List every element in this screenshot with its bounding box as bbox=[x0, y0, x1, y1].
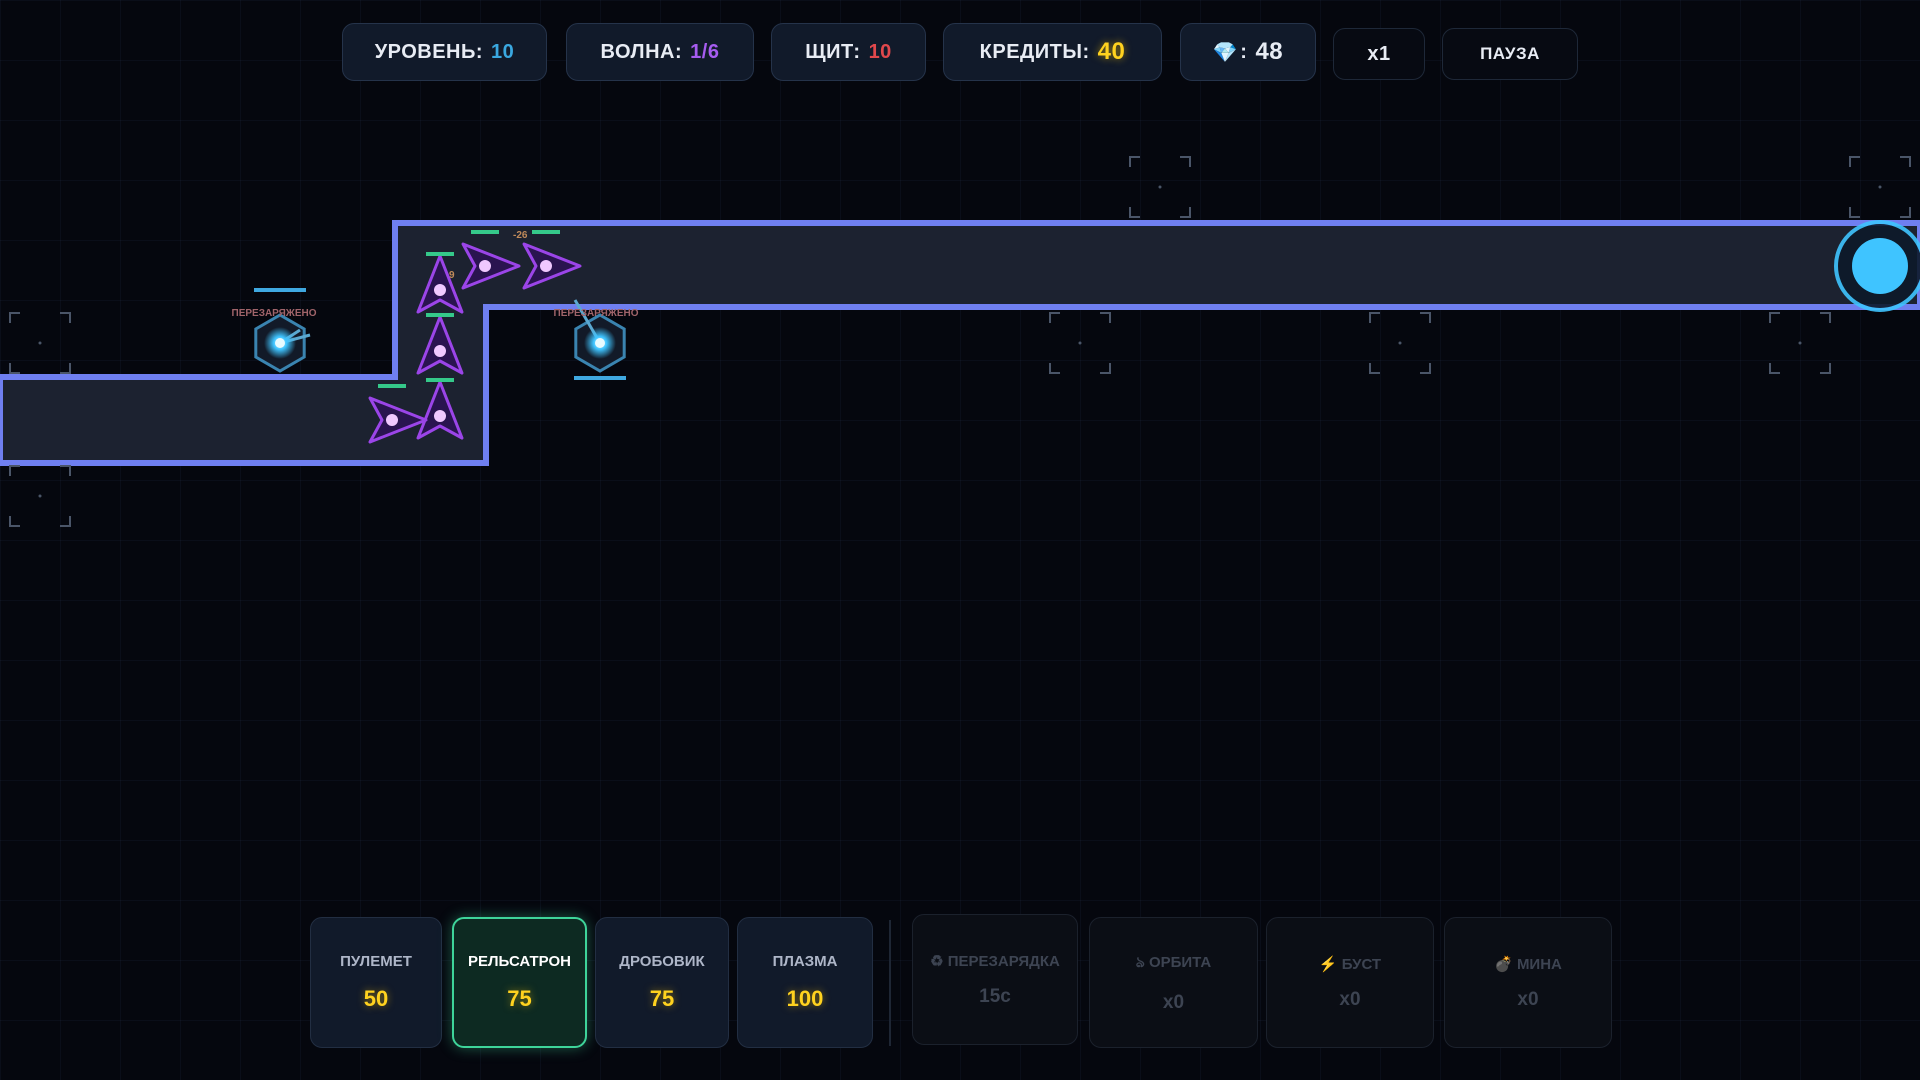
gems-value: 48 bbox=[1255, 38, 1284, 65]
card-cost: 75 bbox=[649, 986, 675, 1011]
enemy-health-bar bbox=[471, 230, 499, 234]
credits-label: КРЕДИТЫ: bbox=[979, 40, 1090, 63]
wave-display: ВОЛНА: 1/6 bbox=[566, 23, 754, 81]
build-card-plasma[interactable]: ПЛАЗМА 100 bbox=[737, 917, 873, 1048]
ability-reload[interactable]: ♻ ПЕРЕЗАРЯДКА 15с bbox=[912, 914, 1078, 1045]
ability-boost[interactable]: ⚡ БУСТ x0 bbox=[1266, 917, 1434, 1048]
card-cost: 75 bbox=[507, 986, 532, 1011]
build-slot[interactable] bbox=[9, 465, 71, 527]
ability-name: ঌ ОРБИТА bbox=[1135, 954, 1212, 971]
tower-status: ПЕРЕЗАРЯЖЕНО bbox=[553, 308, 639, 319]
card-name: ДРОБОВИК bbox=[619, 953, 705, 970]
divider bbox=[889, 920, 891, 1046]
enemy-path bbox=[0, 220, 1920, 466]
damage-text: -26 bbox=[513, 230, 528, 241]
ability-name: 💣 МИНА bbox=[1494, 955, 1562, 973]
enemy-health-bar bbox=[378, 384, 406, 388]
railgun-tower[interactable] bbox=[254, 288, 311, 373]
gems-display: 💎:48 bbox=[1180, 23, 1316, 81]
gem-icon: 💎 bbox=[1212, 41, 1239, 64]
wave-value: 1/6 bbox=[690, 40, 720, 63]
ability-name: ⚡ БУСТ bbox=[1318, 955, 1382, 973]
tower-status: ПЕРЕЗАРЯЖЕНО bbox=[231, 308, 317, 319]
ability-value: x0 bbox=[1339, 988, 1361, 1010]
enemy bbox=[368, 384, 428, 444]
enemy-health-bar bbox=[532, 230, 560, 234]
level-label: УРОВЕНЬ: bbox=[374, 40, 484, 63]
shield-display: ЩИТ: 10 bbox=[771, 23, 926, 81]
tower-charge-bar bbox=[254, 288, 306, 292]
base-core bbox=[1834, 220, 1920, 312]
build-slot[interactable] bbox=[1049, 312, 1111, 374]
credits-value: 40 bbox=[1097, 38, 1126, 65]
build-card-machinegun[interactable]: ПУЛЕМЕТ 50 bbox=[310, 917, 442, 1048]
card-name: ПУЛЕМЕТ bbox=[340, 953, 412, 970]
enemy-health-bar bbox=[426, 252, 454, 256]
card-name: ПЛАЗМА bbox=[772, 953, 838, 970]
enemy bbox=[416, 313, 464, 375]
card-name: РЕЛЬСАТРОН bbox=[468, 953, 571, 970]
ability-mine[interactable]: 💣 МИНА x0 bbox=[1444, 917, 1612, 1048]
ability-value: 15с bbox=[979, 985, 1011, 1007]
gems-label: : bbox=[1240, 40, 1248, 63]
ability-value: x0 bbox=[1517, 988, 1539, 1010]
build-card-shotgun[interactable]: ДРОБОВИК 75 bbox=[595, 917, 729, 1048]
ability-orbit[interactable]: ঌ ОРБИТА x0 bbox=[1089, 917, 1258, 1048]
shield-value: 10 bbox=[868, 40, 892, 63]
build-slot[interactable] bbox=[1369, 312, 1431, 374]
card-cost: 50 bbox=[363, 986, 389, 1011]
ability-name: ♻ ПЕРЕЗАРЯДКА bbox=[930, 952, 1060, 970]
wave-label: ВОЛНА: bbox=[600, 40, 683, 63]
build-slot[interactable] bbox=[1849, 156, 1911, 218]
credits-display: КРЕДИТЫ: 40 bbox=[943, 23, 1162, 81]
shield-label: ЩИТ: bbox=[805, 40, 861, 63]
speed-button[interactable]: x1 bbox=[1333, 28, 1425, 80]
build-slot[interactable] bbox=[1769, 312, 1831, 374]
card-cost: 100 bbox=[786, 986, 824, 1011]
ability-value: x0 bbox=[1162, 992, 1185, 1013]
enemy bbox=[416, 252, 464, 314]
enemy-health-bar bbox=[426, 378, 454, 382]
enemy bbox=[522, 230, 582, 290]
level-display: УРОВЕНЬ: 10 bbox=[342, 23, 547, 81]
pause-button[interactable]: ПАУЗА bbox=[1442, 28, 1578, 80]
enemy-health-bar bbox=[426, 313, 454, 317]
level-value: 10 bbox=[491, 40, 515, 63]
damage-text: 9 bbox=[449, 270, 455, 281]
build-slot[interactable] bbox=[1129, 156, 1191, 218]
build-slot[interactable] bbox=[9, 312, 71, 374]
tower-charge-bar bbox=[574, 376, 626, 380]
railgun-tower[interactable] bbox=[573, 299, 626, 380]
build-card-railgun[interactable]: РЕЛЬСАТРОН 75 bbox=[452, 917, 587, 1048]
enemy bbox=[461, 230, 521, 290]
